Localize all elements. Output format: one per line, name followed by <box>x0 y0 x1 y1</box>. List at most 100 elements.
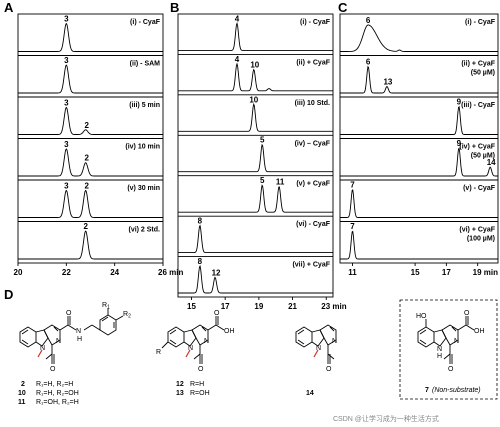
trace-line <box>178 21 333 51</box>
compound-11-line: 11 R₁=OH, R₂=H <box>18 399 79 406</box>
peak-label: 11 <box>276 178 285 187</box>
svg-text:13: 13 <box>176 390 184 397</box>
atom-o-acetyl: O <box>448 366 454 373</box>
trace-title: (iii) - CyaF <box>461 102 496 109</box>
panel-label-a: A <box>4 0 14 15</box>
trace-line <box>178 62 333 92</box>
atom-o-amide: O <box>66 310 72 317</box>
trace-title: (i) - CyaF <box>465 19 496 26</box>
substituent-r1: R1 <box>102 302 110 311</box>
x-tick-label: 23 min <box>321 302 346 311</box>
trace-2: 3(ii) - SAM <box>18 55 163 94</box>
trace-subtitle: (50 µM) <box>471 153 495 160</box>
trace-title: (ii) - SAM <box>130 61 160 68</box>
substituent-r2: R2 <box>123 311 131 320</box>
peak-label: 6 <box>366 57 371 66</box>
trace-line <box>18 148 163 177</box>
panel-label-c: C <box>338 0 348 15</box>
x-tick-label: 19 min <box>473 268 498 277</box>
svg-text:R₁=OH, R₂=H: R₁=OH, R₂=H <box>36 399 79 406</box>
trace-line <box>340 147 498 177</box>
panel-frame <box>177 13 334 298</box>
atom-n-pyridine: N <box>204 338 209 345</box>
atom-n-pyridine: N <box>56 338 61 345</box>
peak-label: 13 <box>383 78 392 87</box>
trace-7: 8 12 (vii) + CyaF <box>178 256 333 294</box>
trace-title: (iii) 10 Std. <box>295 100 330 107</box>
structure-compound-2-10-11: N N O N H O R1 R2 2 R₁=H, R₂=H 10 R₁=H, … <box>18 302 131 406</box>
panel-label-d: D <box>4 287 13 302</box>
peak-label: 3 <box>64 181 69 190</box>
peak-label: 14 <box>487 158 496 167</box>
peak-label: 2 <box>84 154 89 163</box>
trace-title: (v) + CyaF <box>296 181 330 188</box>
svg-text:R=H: R=H <box>190 381 204 388</box>
trace-title: (ii) + CyaF <box>461 61 495 68</box>
non-substrate-note: (Non-substrate) <box>432 387 481 394</box>
trace-line <box>18 106 163 135</box>
trace-line <box>178 143 333 173</box>
peak-label: 9 <box>457 97 462 106</box>
x-tick-label: 22 <box>62 268 71 277</box>
peak-label: 10 <box>250 61 259 70</box>
compound-2-line: 2 R₁=H, R₂=H <box>21 381 73 388</box>
peak-label: 5 <box>260 176 265 185</box>
trace-line <box>178 102 333 132</box>
atom-oh-carboxyl: OH <box>474 328 485 335</box>
atom-o-carboxyl: O <box>214 310 220 317</box>
peak-label: 8 <box>198 257 203 266</box>
atom-h-indole: H <box>437 353 442 360</box>
atom-h-amide: H <box>77 336 82 343</box>
svg-text:R₁=H, R₂=H: R₁=H, R₂=H <box>36 381 73 388</box>
structure-compound-14: N N O 14 <box>295 324 337 397</box>
trace-title: (vi) 2 Std. <box>128 227 160 234</box>
trace-5: 5 11 (v) + CyaF <box>178 175 333 213</box>
x-tick-label: 17 <box>442 268 451 277</box>
trace-3: 32(iii) 5 min <box>18 96 163 135</box>
x-tick-label: 20 <box>14 268 23 277</box>
atom-n-indole: N <box>40 345 45 352</box>
trace-title: (iv) 10 min <box>125 144 160 151</box>
trace-1: 4(i) - CyaF <box>178 14 333 51</box>
atom-ho: HO <box>416 313 427 320</box>
trace-2: 410(ii) + CyaF <box>178 53 333 92</box>
trace-line <box>340 230 498 260</box>
x-tick-label: 17 <box>221 302 230 311</box>
peak-label: 2 <box>84 181 89 190</box>
trace-4: 32(iv) 10 min <box>18 138 163 177</box>
trace-title: (i) - CyaF <box>300 19 331 26</box>
x-axis: 20 22 24 26 min <box>14 263 183 277</box>
x-tick-label: 26 min <box>158 268 183 277</box>
peak-label: 12 <box>212 268 221 277</box>
peak-label: 2 <box>84 121 89 130</box>
peak-label: 7 <box>350 180 355 189</box>
trace-line <box>178 184 333 213</box>
svg-text:2: 2 <box>21 381 25 388</box>
trace-title: (iv) – CyaF <box>295 140 331 147</box>
trace-4: 5(iv) – CyaF <box>178 134 333 173</box>
trace-subtitle: (50 µM) <box>471 70 495 77</box>
structure-compound-12-13: N N O OH O R 12 R=H 13 R=OH <box>156 310 235 397</box>
trace-6: 2 (vi) 2 Std. <box>18 221 163 260</box>
trace-6: 8(vi) - CyaF <box>178 215 333 254</box>
atom-o-carboxyl: O <box>464 310 470 317</box>
compound-7-label: 7 <box>425 387 429 394</box>
panel-label-b: B <box>170 0 179 15</box>
trace-line <box>178 264 333 294</box>
peak-label: 2 <box>83 222 88 231</box>
compound-12-line: 12 R=H <box>176 381 204 388</box>
peak-label: 7 <box>350 222 355 231</box>
trace-1: 3(i) - CyaF <box>18 14 163 52</box>
peak-label: 10 <box>249 95 258 104</box>
trace-title: (iv) + CyaF <box>459 144 495 151</box>
peak-label: 6 <box>366 16 371 25</box>
trace-title: (vii) + CyaF <box>292 262 330 269</box>
svg-text:R₁=H, R₂=OH: R₁=H, R₂=OH <box>36 390 79 397</box>
peak-label: 8 <box>198 217 203 226</box>
trace-line <box>178 224 333 254</box>
trace-line <box>18 230 163 260</box>
x-tick-label: 24 <box>110 268 119 277</box>
